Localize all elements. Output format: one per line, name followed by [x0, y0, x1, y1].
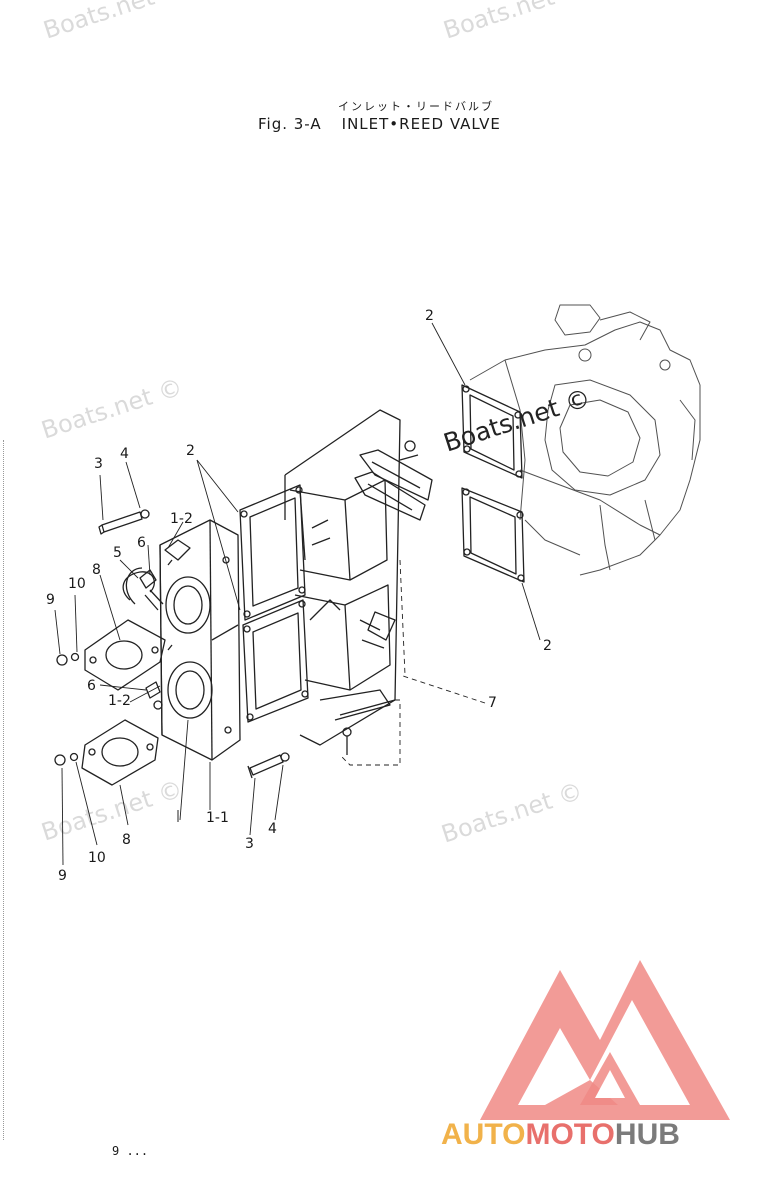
callout-8: 8 [122, 832, 131, 848]
callout-2: 2 [543, 638, 552, 654]
callout-2: 2 [186, 443, 195, 459]
logo-text-auto: AUTO [441, 1118, 526, 1151]
automotohub-logo-text: AUTOMOTOHUB [441, 1118, 680, 1152]
figure-name: INLET•REED VALVE [341, 115, 501, 133]
figure-title: Fig. 3-A INLET•REED VALVE [258, 115, 501, 133]
callout-3: 3 [245, 836, 254, 852]
hose [122, 567, 164, 611]
callout-10: 10 [68, 576, 86, 592]
reed-gasket-left [239, 484, 309, 723]
figure-label: Fig. 3-A [258, 115, 322, 133]
logo-text-hub: HUB [614, 1118, 680, 1151]
flange-gasket-lower [81, 719, 159, 786]
leader-lines [54, 322, 541, 866]
callout-9: 9 [58, 868, 67, 884]
callout-3: 3 [94, 456, 103, 472]
scan-edge-line [3, 440, 4, 1140]
callout-1-1: 1-1 [206, 810, 229, 826]
callout-5: 5 [113, 545, 122, 561]
callout-4: 4 [268, 821, 277, 837]
clip-parts [139, 569, 161, 699]
callout-8: 8 [92, 562, 101, 578]
nut-washer-upper [56, 652, 80, 666]
logo-text-moto: MOTO [525, 1118, 615, 1151]
callout-1-2: 1-2 [108, 693, 131, 709]
reed-gasket-upper-right [461, 384, 525, 583]
callout-4: 4 [120, 446, 129, 462]
page-number: 9 ... [112, 1144, 149, 1158]
bolt-upper [98, 509, 150, 535]
automotohub-logo-mark [480, 960, 730, 1120]
callout-6: 6 [87, 678, 96, 694]
callout-1-2: 1-2 [170, 511, 193, 527]
callout-9: 9 [46, 592, 55, 608]
nut-washer-lower [54, 752, 79, 766]
callout-7: 7 [488, 695, 497, 711]
callout-2: 2 [425, 308, 434, 324]
engine-block-outline [469, 304, 701, 576]
inlet-manifold [153, 519, 241, 761]
reed-valve-block [284, 409, 401, 755]
flange-gasket-upper [84, 619, 166, 691]
figure-japanese-title: インレット・リードバルブ [338, 100, 494, 113]
callout-6: 6 [137, 535, 146, 551]
callout-10: 10 [88, 850, 106, 866]
bolt-lower [247, 752, 290, 779]
